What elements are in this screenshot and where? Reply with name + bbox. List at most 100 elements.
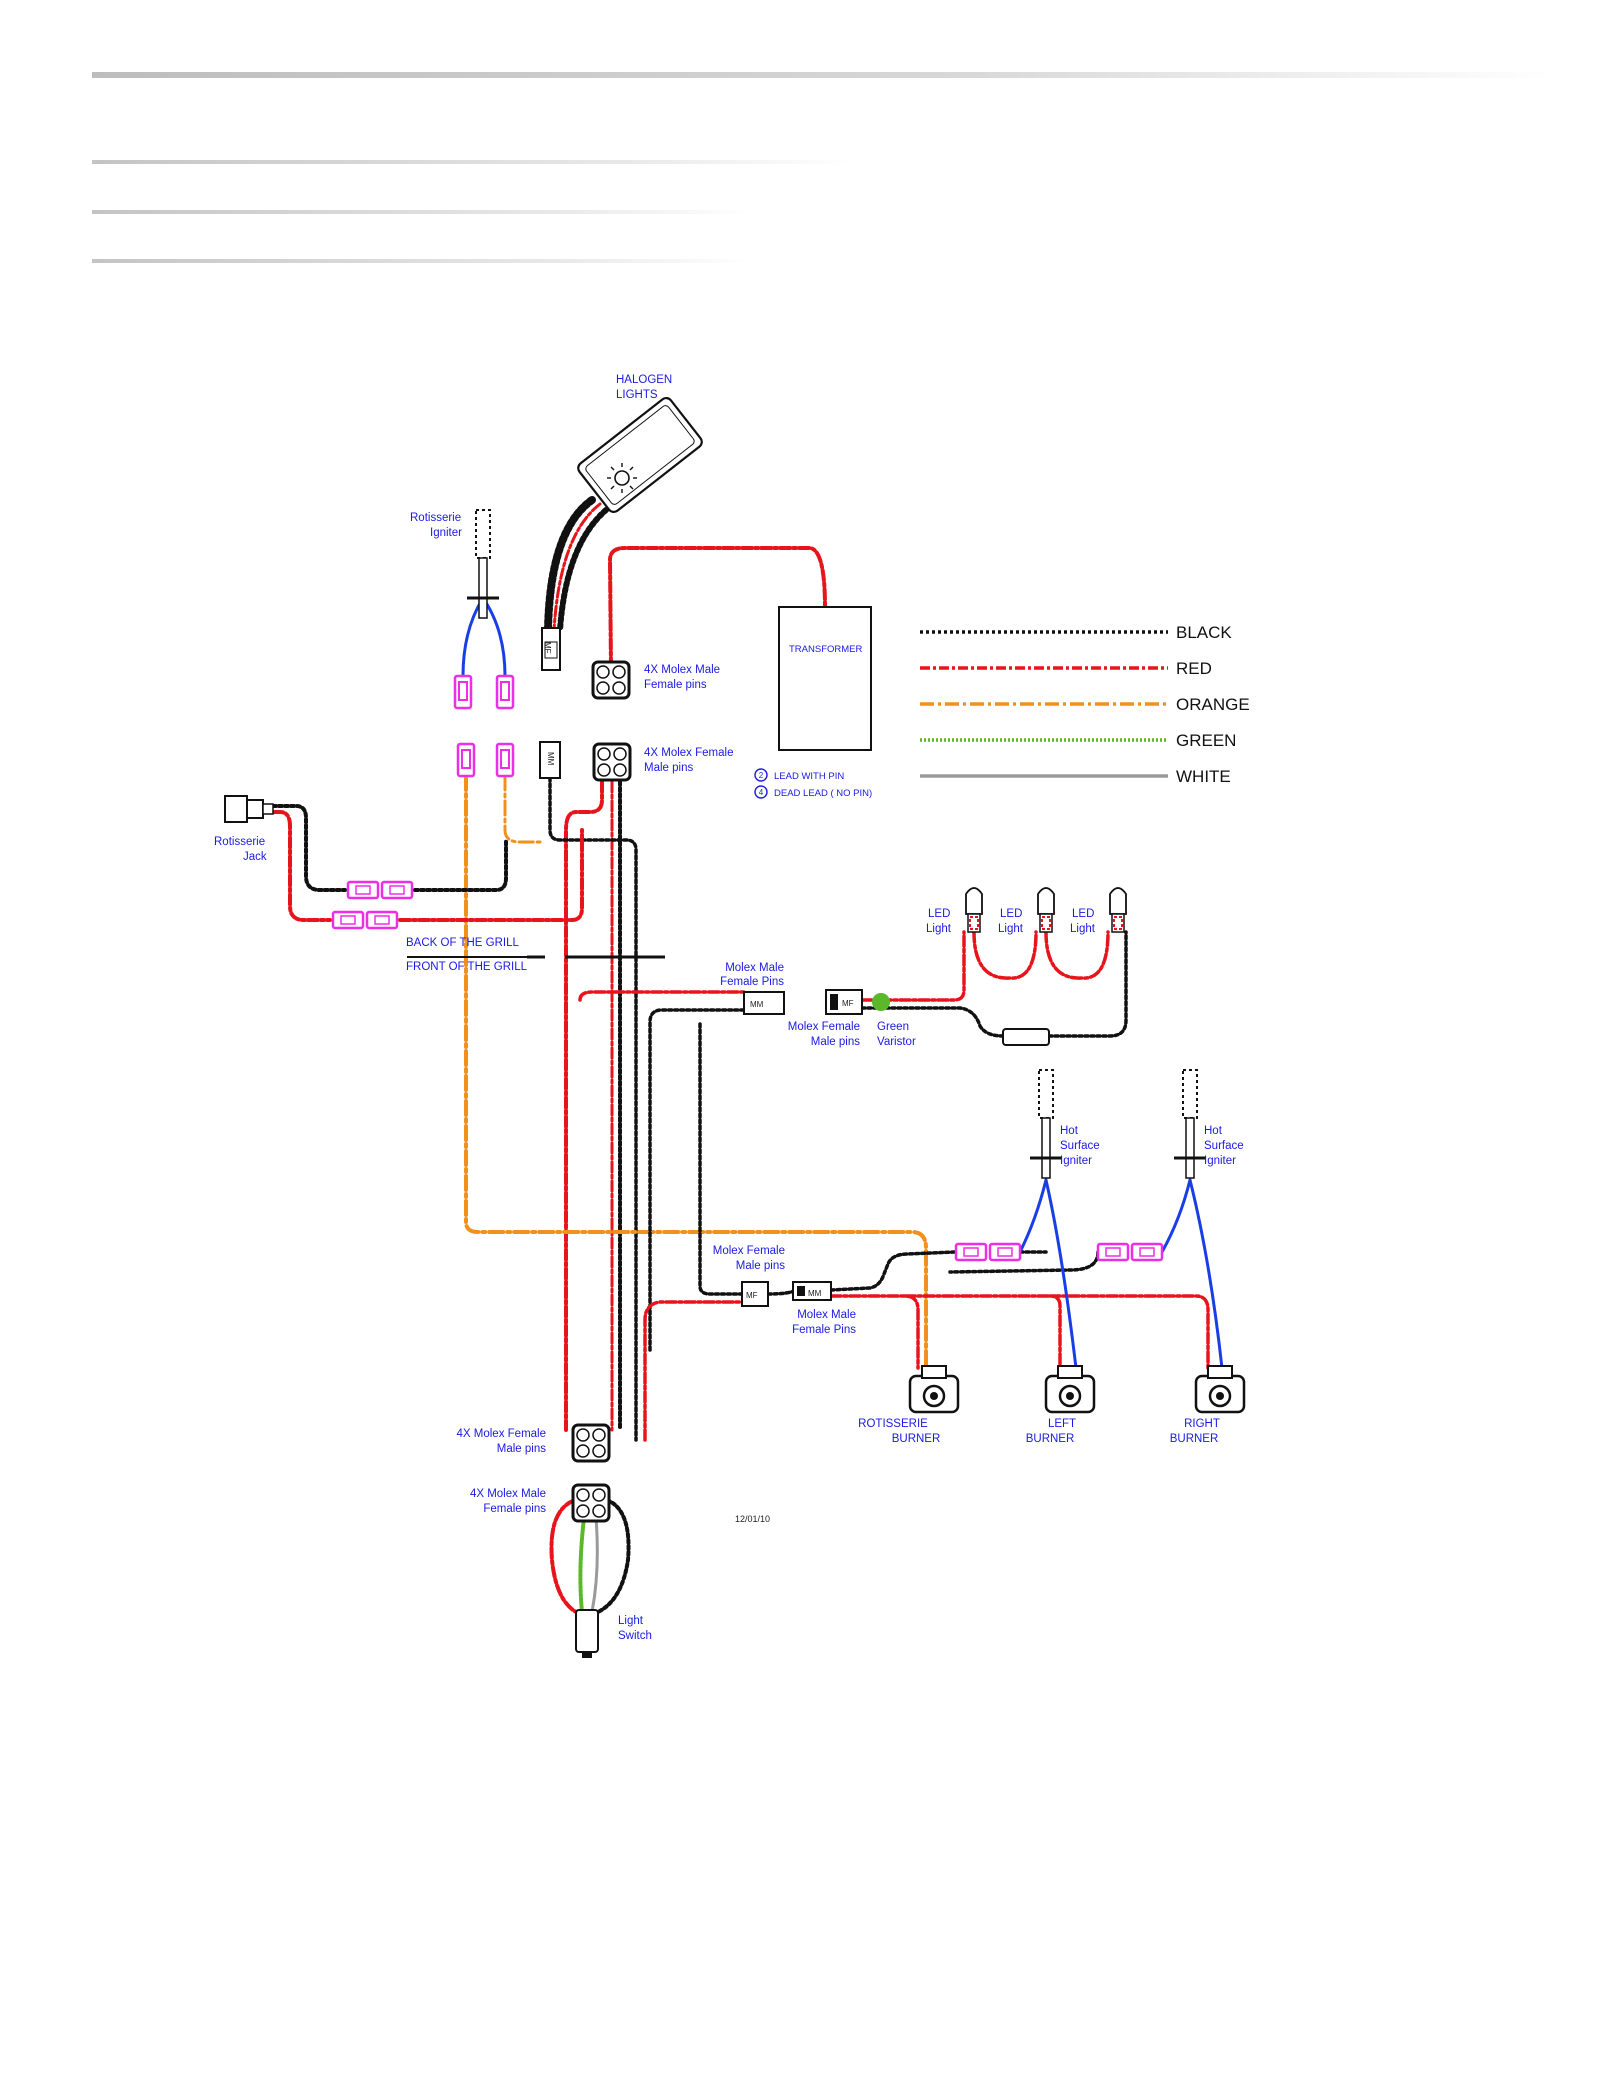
green-varistor-label: Green Varistor — [877, 1021, 916, 1048]
wire-switch-green — [578, 1516, 586, 1614]
wire-blue-left-2 — [1044, 1178, 1078, 1370]
wire-blue-right-2 — [1188, 1178, 1224, 1370]
wire-halogen-black-2 — [557, 507, 609, 633]
led-light-2 — [1037, 887, 1055, 933]
molex-female-male-low-label: Molex Female Male pins — [713, 1245, 785, 1272]
mm-tag-mid: MM — [750, 1000, 764, 1009]
led-light-1-label: LED Light — [926, 908, 952, 935]
front-of-grill-label: FRONT OF THE GRILL — [406, 961, 528, 973]
molex-female-male-top — [592, 742, 632, 782]
wire-jack-red — [271, 810, 584, 922]
molex-mf-mid — [825, 989, 863, 1015]
svg-text:Rotisserie: Rotisserie — [214, 836, 265, 848]
mm-connector-top — [539, 741, 561, 779]
spade-pink-right — [495, 742, 515, 778]
wire-blue-left-1 — [1018, 1178, 1048, 1254]
wire-led-red — [860, 930, 1110, 1002]
inline-connector-black — [346, 880, 414, 900]
led-light-1 — [965, 887, 983, 933]
wire-orange — [464, 774, 928, 1370]
svg-text:Jack: Jack — [243, 851, 267, 863]
lead-notes: 2 LEAD WITH PIN 4 DEAD LEAD ( NO PIN) — [754, 768, 872, 799]
molex-mf-low — [741, 1281, 769, 1307]
led-light-3-label: LED Light — [1070, 908, 1096, 935]
svg-text:4X Molex Male: 4X Molex Male — [470, 1488, 546, 1500]
wire-jack-black — [271, 804, 508, 892]
igniter-spade-left — [453, 674, 473, 710]
green-varistor — [872, 993, 890, 1011]
legend-label-green: GREEN — [1176, 731, 1236, 750]
back-of-grill-label: BACK OF THE GRILL — [406, 937, 520, 949]
molex-female-male-top-label: 4X Molex Female Male pins — [644, 747, 733, 774]
svg-text:Varistor: Varistor — [877, 1036, 916, 1048]
wire-led-black — [860, 930, 1128, 1038]
molex-male-female-low-label: Molex Male Female Pins — [792, 1309, 856, 1336]
left-burner-valve — [1044, 1364, 1096, 1414]
light-switch — [575, 1609, 599, 1658]
molex-male-female-top — [591, 660, 631, 700]
wire-mid-red — [578, 990, 746, 1002]
svg-text:Surface: Surface — [1204, 1140, 1244, 1152]
svg-text:LIGHTS: LIGHTS — [616, 389, 658, 401]
legend-label-orange: ORANGE — [1176, 695, 1250, 714]
rotisserie-jack-label: Rotisserie Jack — [214, 836, 267, 863]
legend-label-white: WHITE — [1176, 767, 1231, 786]
svg-text:Light: Light — [926, 923, 952, 935]
mf-tag-mid: MF — [842, 999, 854, 1008]
wire-vert-red-1 — [564, 780, 604, 1432]
wire-orange-short — [503, 774, 542, 844]
svg-text:DEAD LEAD ( NO PIN): DEAD LEAD ( NO PIN) — [774, 788, 872, 799]
svg-text:Switch: Switch — [618, 1630, 652, 1642]
svg-text:Male pins: Male pins — [736, 1260, 785, 1272]
wire-switch-red — [549, 1498, 578, 1614]
mm-tag-top: MM — [546, 752, 555, 766]
inline-connector-left-igniter — [954, 1242, 1022, 1262]
fuse — [1002, 1028, 1050, 1046]
wire-halogen-red — [552, 502, 602, 632]
svg-text:Igniter: Igniter — [1204, 1155, 1236, 1167]
mm-tag-low: MM — [808, 1289, 822, 1298]
transformer-label: TRANSFORMER — [789, 644, 863, 655]
svg-text:Hot: Hot — [1060, 1125, 1079, 1137]
molex-male-female-top-label: 4X Molex Male Female pins — [644, 664, 720, 691]
wire-low-red — [643, 1294, 1210, 1442]
legend-label-red: RED — [1176, 659, 1212, 678]
header-rule-1 — [92, 160, 852, 164]
svg-text:LEFT: LEFT — [1048, 1418, 1076, 1430]
svg-text:2: 2 — [759, 771, 764, 780]
svg-text:Female pins: Female pins — [483, 1503, 546, 1515]
svg-text:LED: LED — [928, 908, 950, 920]
svg-text:Light: Light — [618, 1615, 644, 1627]
svg-text:Male pins: Male pins — [644, 762, 693, 774]
svg-text:LEAD WITH PIN: LEAD WITH PIN — [774, 771, 844, 782]
svg-text:Rotisserie: Rotisserie — [410, 512, 461, 524]
wire-switch-black — [596, 1498, 631, 1614]
hot-surface-igniter-right-label: Hot Surface Igniter — [1204, 1125, 1244, 1167]
date-stamp: 12/01/10 — [735, 1514, 770, 1524]
rotisserie-burner-valve — [908, 1364, 960, 1414]
svg-text:RIGHT: RIGHT — [1184, 1418, 1220, 1430]
svg-text:BURNER: BURNER — [1170, 1433, 1219, 1445]
light-switch-label: Light Switch — [618, 1615, 652, 1642]
svg-text:LED: LED — [1000, 908, 1022, 920]
svg-text:4X Molex Male: 4X Molex Male — [644, 664, 720, 676]
svg-text:Light: Light — [998, 923, 1024, 935]
svg-text:HALOGEN: HALOGEN — [616, 374, 672, 386]
svg-text:Molex Male: Molex Male — [797, 1309, 856, 1321]
halogen-light — [577, 396, 703, 514]
spade-pink-left — [456, 742, 476, 778]
header-rule-2 — [92, 210, 752, 214]
legend-label-black: BLACK — [1176, 623, 1232, 642]
svg-text:Igniter: Igniter — [430, 527, 462, 539]
svg-text:Molex Male: Molex Male — [725, 962, 784, 974]
wire-vert-black-2 — [548, 776, 638, 1442]
inline-connector-right-igniter — [1096, 1242, 1164, 1262]
svg-text:Female Pins: Female Pins — [720, 976, 784, 988]
svg-text:Molex Female: Molex Female — [788, 1021, 860, 1033]
sun-icon — [607, 463, 637, 493]
svg-text:Male pins: Male pins — [497, 1443, 546, 1455]
mf-tag-top: MF — [543, 642, 552, 654]
molex-mm-low — [792, 1281, 832, 1301]
right-burner-valve — [1194, 1364, 1246, 1414]
